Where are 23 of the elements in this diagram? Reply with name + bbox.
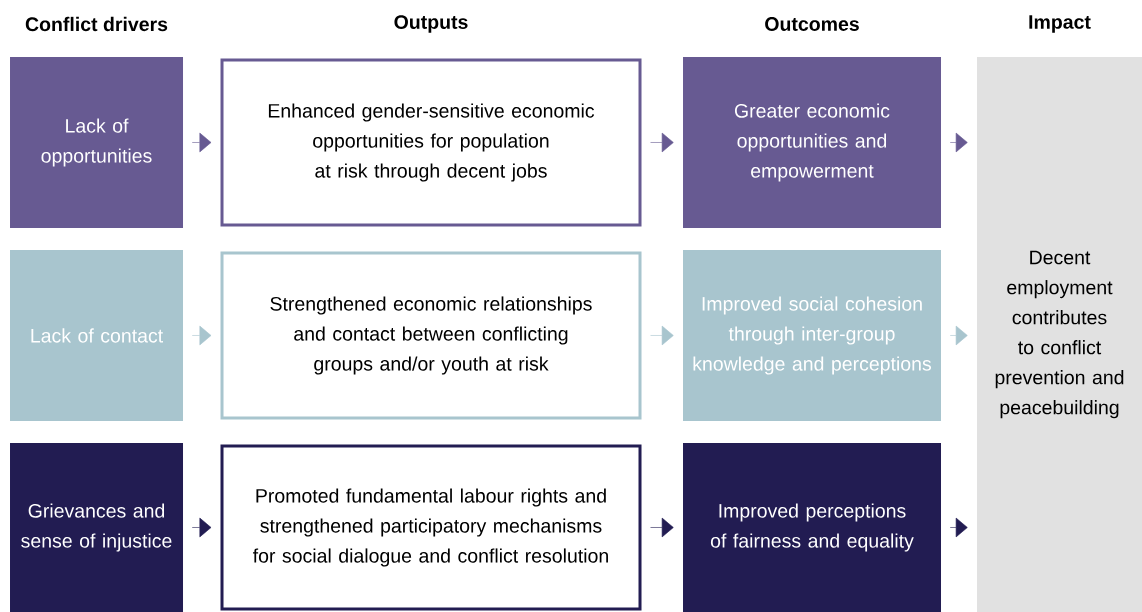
arrow — [949, 132, 968, 153]
colored-box: Grievances and sense of injustice — [10, 443, 183, 612]
impact-box: Decent employment contributes to conflict prevention and peacebuilding — [977, 57, 1142, 612]
column-heading: Conflict drivers — [25, 16, 168, 32]
colored-box: Lack of contact — [10, 250, 183, 421]
colored-box: Lack of opportunities — [10, 57, 183, 228]
arrow — [191, 325, 212, 346]
arrow — [650, 325, 674, 346]
outlined-box: Promoted fundamental labour rights and strengthened participatory mechanisms for social dialogue and conflict resolution — [220, 444, 642, 611]
outlined-box: Strengthened economic relationships and contact between conflicting groups and/or youth at risk — [220, 251, 642, 420]
column-heading: Impact — [1029, 15, 1091, 33]
colored-box: Greater economic opportunities and empowerment — [683, 57, 941, 228]
column-heading: Outputs — [394, 15, 468, 33]
arrow — [191, 517, 212, 538]
outlined-box: Enhanced gender-sensitive economic opportunities for population at risk through decent jobs — [220, 58, 642, 227]
arrow — [949, 517, 968, 538]
column-heading: Outcomes — [765, 17, 859, 31]
colored-box: Improved perceptions of fairness and equality — [683, 443, 941, 612]
arrow — [191, 132, 212, 153]
arrow — [949, 325, 968, 346]
arrow — [650, 132, 674, 153]
arrow — [650, 517, 674, 538]
colored-box: Improved social cohesion through inter-group knowledge and perceptions — [683, 250, 941, 421]
